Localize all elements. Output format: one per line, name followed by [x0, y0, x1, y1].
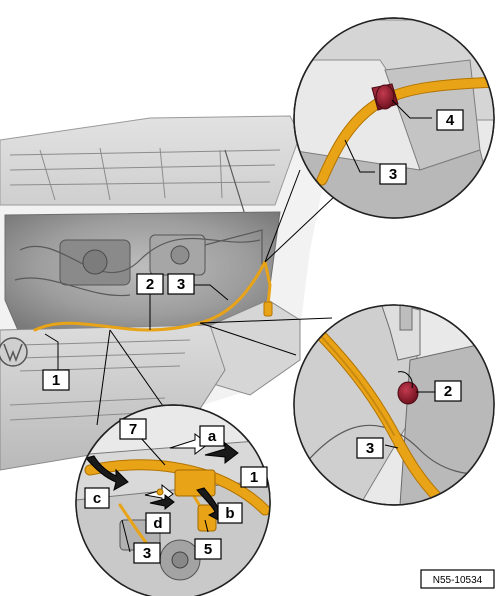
svg-text:3: 3	[177, 276, 185, 293]
detail-view-grommet-top	[264, 17, 495, 263]
svg-text:2: 2	[444, 383, 452, 400]
routed-wiring-harness	[33, 260, 267, 332]
svg-text:3: 3	[366, 440, 374, 457]
svg-text:3: 3	[389, 166, 397, 183]
callout-label-2-side: 2	[434, 380, 462, 402]
svg-text:7: 7	[129, 421, 137, 438]
raised-hood	[0, 115, 301, 206]
detail-view-routing	[75, 329, 271, 596]
figure-reference-code: N55-10534	[420, 569, 495, 589]
callout-label-4: 4	[436, 109, 464, 131]
engine-components	[14, 229, 263, 297]
wiring-harness-end	[263, 260, 272, 307]
detail-view-grommet-side	[199, 304, 495, 506]
callout-label-d: d	[145, 512, 171, 534]
connector-housing	[174, 469, 216, 497]
callout-label-b: b	[217, 502, 243, 524]
bracket-post	[399, 305, 413, 331]
svg-text:c: c	[93, 490, 101, 507]
vehicle-front-view	[0, 115, 330, 471]
svg-text:1: 1	[52, 372, 60, 389]
svg-text:5: 5	[204, 541, 212, 558]
svg-text:d: d	[153, 515, 162, 532]
callout-label-1-detail: 1	[240, 466, 268, 488]
callout-label-2-main: 2	[136, 273, 164, 295]
svg-text:N55-10534: N55-10534	[433, 575, 483, 586]
callout-label-3-main: 3	[167, 273, 195, 295]
svg-text:b: b	[225, 505, 234, 522]
vw-logo-icon	[0, 337, 28, 367]
callout-label-1-main: 1	[42, 369, 70, 391]
callout-label-7: 7	[119, 418, 147, 440]
callout-label-3-top: 3	[379, 163, 407, 185]
callout-label-a: a	[199, 425, 225, 447]
svg-text:3: 3	[143, 545, 151, 562]
arrow-c-icon	[85, 455, 129, 492]
callout-label-3-detail: 3	[133, 542, 161, 564]
callout-label-c: c	[84, 487, 110, 509]
callout-label-5: 5	[194, 538, 222, 560]
svg-text:2: 2	[146, 276, 154, 293]
svg-text:4: 4	[446, 112, 455, 129]
callout-label-3-side: 3	[356, 437, 384, 459]
hood-stiffener-ribs	[9, 147, 281, 201]
svg-text:a: a	[208, 428, 217, 445]
grommet-plug	[397, 381, 419, 405]
svg-text:1: 1	[250, 469, 258, 486]
harness-connector	[263, 301, 273, 317]
